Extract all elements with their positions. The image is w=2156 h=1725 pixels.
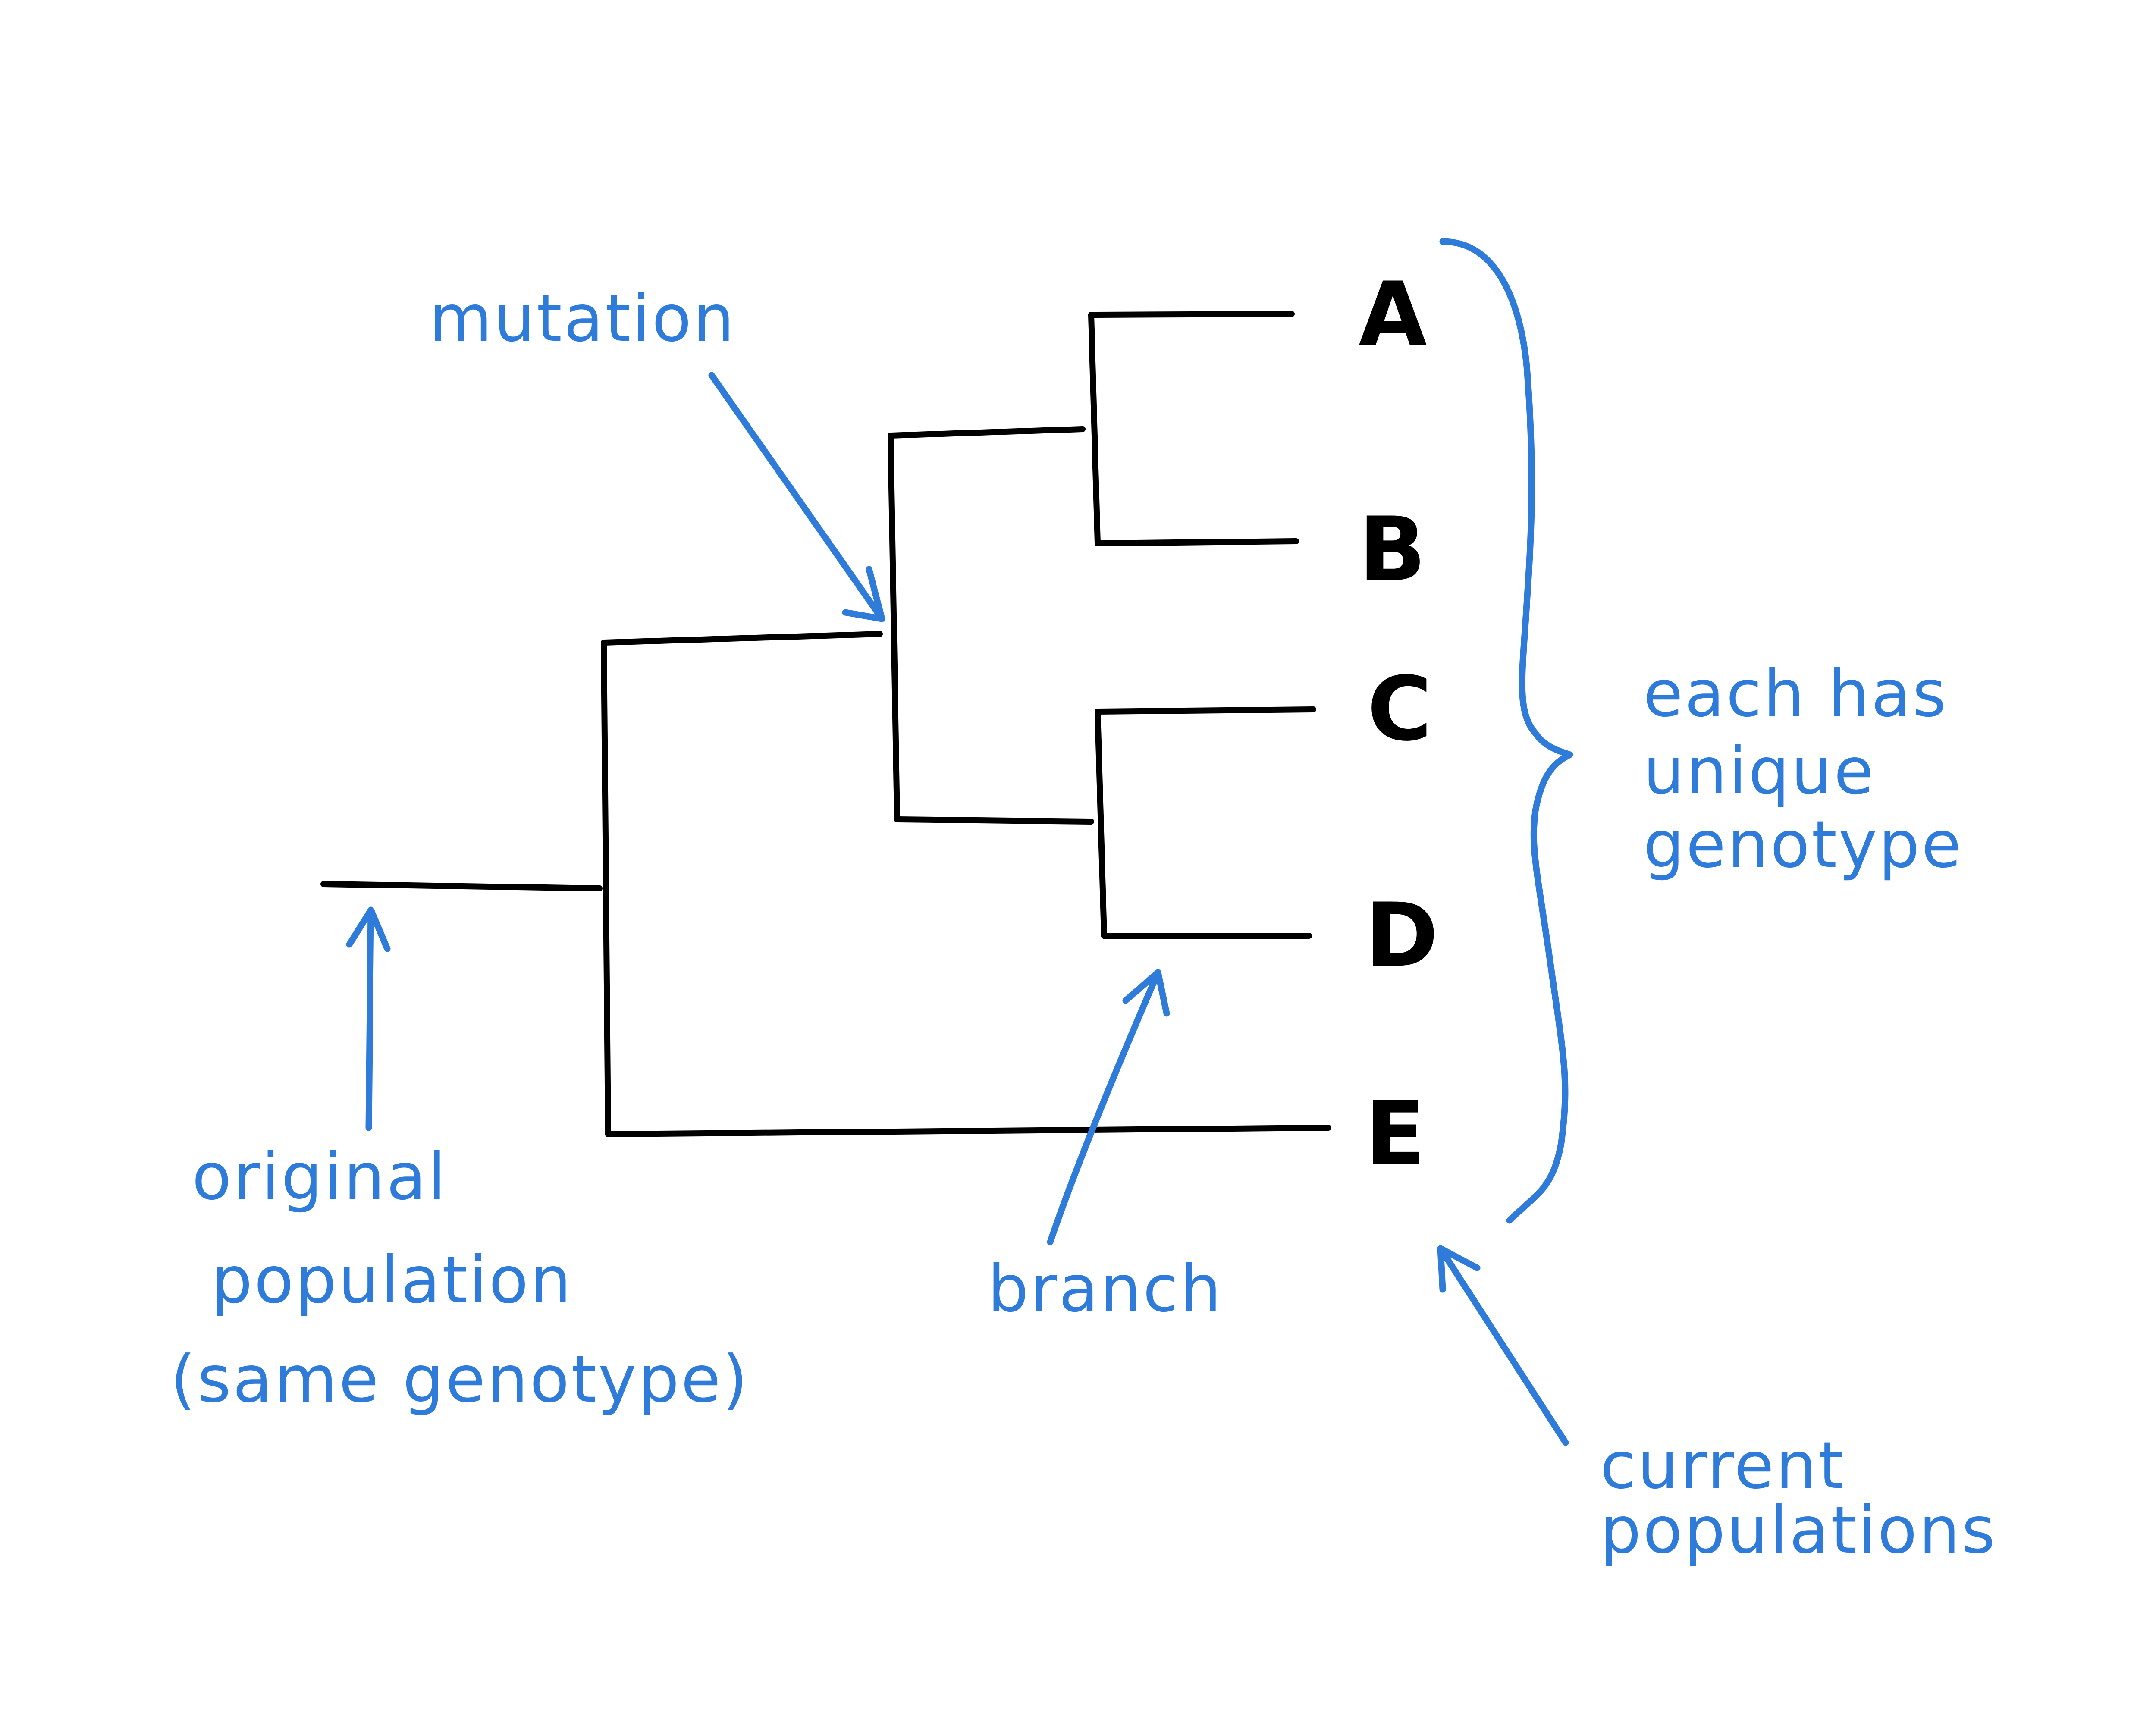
leaf-a-branch <box>1088 311 1295 318</box>
leaf-c-branch <box>1095 706 1316 715</box>
root-vertical-connector <box>601 640 611 1137</box>
original-population-arrow <box>346 906 391 1131</box>
unique-genotype-label-line-1: each has <box>1643 656 1948 731</box>
cd-clade-branch <box>894 816 1094 825</box>
current-populations-label-line-1: current <box>1600 1428 1845 1503</box>
mutation-label: mutation <box>429 281 736 356</box>
original-population-label-line-1: original <box>192 1139 448 1214</box>
current-populations-arrow <box>1437 1245 1569 1446</box>
curly-brace <box>1439 238 1573 1224</box>
unique-genotype-label-line-3: genotype <box>1643 807 1963 882</box>
annotation-marks <box>346 238 1573 1446</box>
cd-vertical-connector <box>1095 709 1107 939</box>
leaf-label-a: A <box>1359 263 1427 366</box>
leaf-label-c: C <box>1367 658 1432 761</box>
leaf-label-d: D <box>1365 884 1438 987</box>
unique-genotype-label-line-2: unique <box>1643 734 1875 809</box>
original-population-label-line-2: population <box>211 1243 573 1318</box>
leaf-b-branch <box>1095 538 1299 546</box>
original-population-label-line-3: (same genotype) <box>170 1342 750 1417</box>
ab-clade-branch <box>888 426 1086 439</box>
current-populations-label-line-2: populations <box>1600 1493 1997 1568</box>
leaf-e-branch <box>605 1125 1331 1137</box>
root-branch <box>320 881 603 891</box>
mutation-arrow <box>708 372 885 622</box>
leaf-label-e: E <box>1365 1083 1425 1186</box>
upper-clade-branch <box>601 631 883 646</box>
annotation-labels: mutation original population (same genot… <box>170 281 1997 1568</box>
ab-vertical-connector <box>1088 312 1101 546</box>
branch-label: branch <box>988 1251 1223 1327</box>
tree <box>320 311 1331 1137</box>
leaf-labels: A B C D E <box>1359 263 1438 1186</box>
leaf-label-b: B <box>1359 499 1426 601</box>
upper-clade-vertical-connector <box>888 433 900 822</box>
branch-arrow <box>1047 969 1170 1245</box>
